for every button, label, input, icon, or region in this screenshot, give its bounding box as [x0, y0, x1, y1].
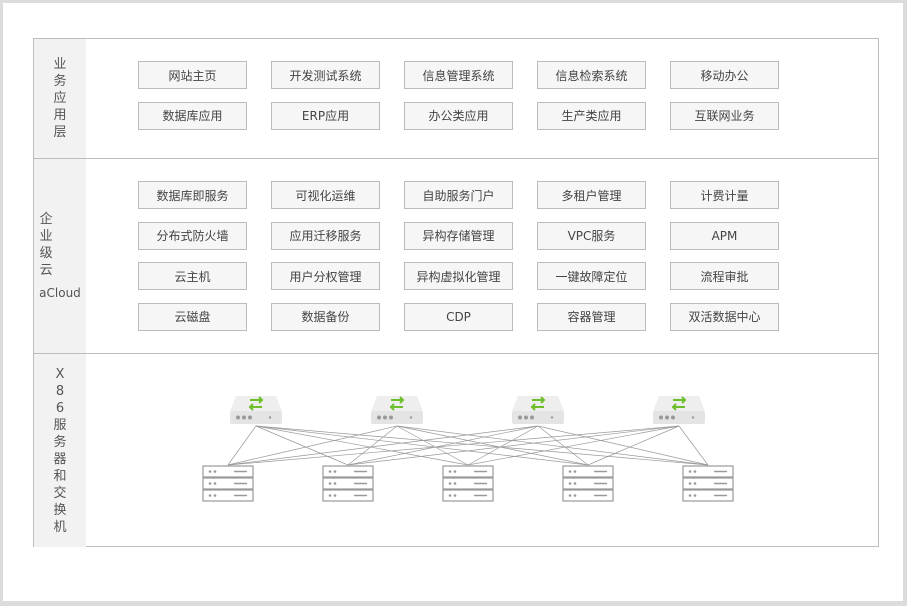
module-box: 可视化运维	[271, 181, 380, 209]
module-box: VPC服务	[537, 221, 646, 250]
layer-title: X86服务器和交换机	[53, 366, 67, 535]
module-box: 开发测试系统	[271, 61, 380, 89]
module-box: ERP应用	[271, 101, 380, 130]
module-box: 异构存储管理	[404, 221, 513, 250]
link-line	[587, 425, 680, 466]
layer-title: 企业级云	[39, 211, 53, 278]
layer-sublabel: aCloud	[39, 285, 81, 300]
server-icon	[202, 465, 254, 502]
module-box: 双活数据中心	[670, 302, 779, 331]
module-box: 办公类应用	[404, 101, 513, 130]
link-line	[537, 425, 589, 466]
link-line	[537, 425, 709, 466]
layer-label: 企业级云 aCloud	[34, 159, 86, 353]
link-line	[396, 425, 589, 466]
module-box: CDP	[404, 302, 513, 331]
link-line	[227, 425, 398, 466]
link-line	[227, 425, 539, 466]
layer-title: 业务应用层	[53, 57, 67, 140]
diagram-card: 业务应用层 网站主页开发测试系统信息管理系统信息检索系统移动办公数据库应用 ERP…	[3, 3, 903, 601]
link-line	[347, 425, 680, 466]
server-icon	[562, 465, 614, 502]
network-topology	[202, 396, 734, 502]
module-box: 信息管理系统	[404, 61, 513, 89]
module-box: 多租户管理	[537, 181, 646, 209]
module-box: 一键故障定位	[537, 262, 646, 290]
link-line	[467, 425, 539, 466]
link-line	[347, 425, 539, 466]
link-line	[255, 425, 589, 466]
link-line	[255, 425, 469, 466]
module-box: 网站主页	[138, 61, 247, 89]
layer-label: X86服务器和交换机	[34, 354, 86, 547]
link-line	[396, 425, 709, 466]
module-box: 异构虚拟化管理	[404, 262, 513, 290]
server-icon	[322, 465, 374, 502]
link-line	[227, 425, 257, 466]
layer-label: 业务应用层	[34, 39, 86, 158]
module-box: 用户分权管理	[271, 262, 380, 290]
switch-icon	[653, 396, 705, 424]
switch-icon	[371, 396, 423, 424]
module-box: 自助服务门户	[404, 181, 513, 209]
link-line	[467, 425, 680, 466]
link-line	[396, 425, 469, 466]
module-box: 移动办公	[670, 61, 779, 89]
module-box: 数据库应用	[138, 101, 247, 130]
module-box: 容器管理	[537, 302, 646, 331]
module-box: 数据备份	[271, 302, 380, 331]
link-line	[678, 425, 709, 466]
module-box: APM	[670, 221, 779, 250]
business-app-layer: 业务应用层 网站主页开发测试系统信息管理系统信息检索系统移动办公数据库应用 ERP…	[34, 39, 878, 159]
module-box: 应用迁移服务	[271, 221, 380, 250]
architecture-frame: 业务应用层 网站主页开发测试系统信息管理系统信息检索系统移动办公数据库应用 ERP…	[33, 38, 879, 547]
switch-icon	[512, 396, 564, 424]
module-box: 云主机	[138, 262, 247, 290]
module-box: 云磁盘	[138, 302, 247, 331]
module-box: 流程审批	[670, 262, 779, 290]
module-box: 生产类应用	[537, 101, 646, 130]
module-box: 计费计量	[670, 181, 779, 209]
enterprise-cloud-layer: 企业级云 aCloud 数据库即服务可视化运维自助服务门户多租户管理计费计量分布式…	[34, 159, 878, 354]
infrastructure-layer: X86服务器和交换机	[34, 354, 878, 547]
server-icon	[442, 465, 494, 502]
link-line	[227, 425, 680, 466]
module-box: 信息检索系统	[537, 61, 646, 89]
link-line	[347, 425, 398, 466]
link-line	[255, 425, 709, 466]
link-line	[255, 425, 349, 466]
module-box: 分布式防火墙	[138, 221, 247, 250]
module-box: 数据库即服务	[138, 181, 247, 209]
server-icon	[682, 465, 734, 502]
switch-icon	[230, 396, 282, 424]
module-box: 互联网业务	[670, 101, 779, 130]
